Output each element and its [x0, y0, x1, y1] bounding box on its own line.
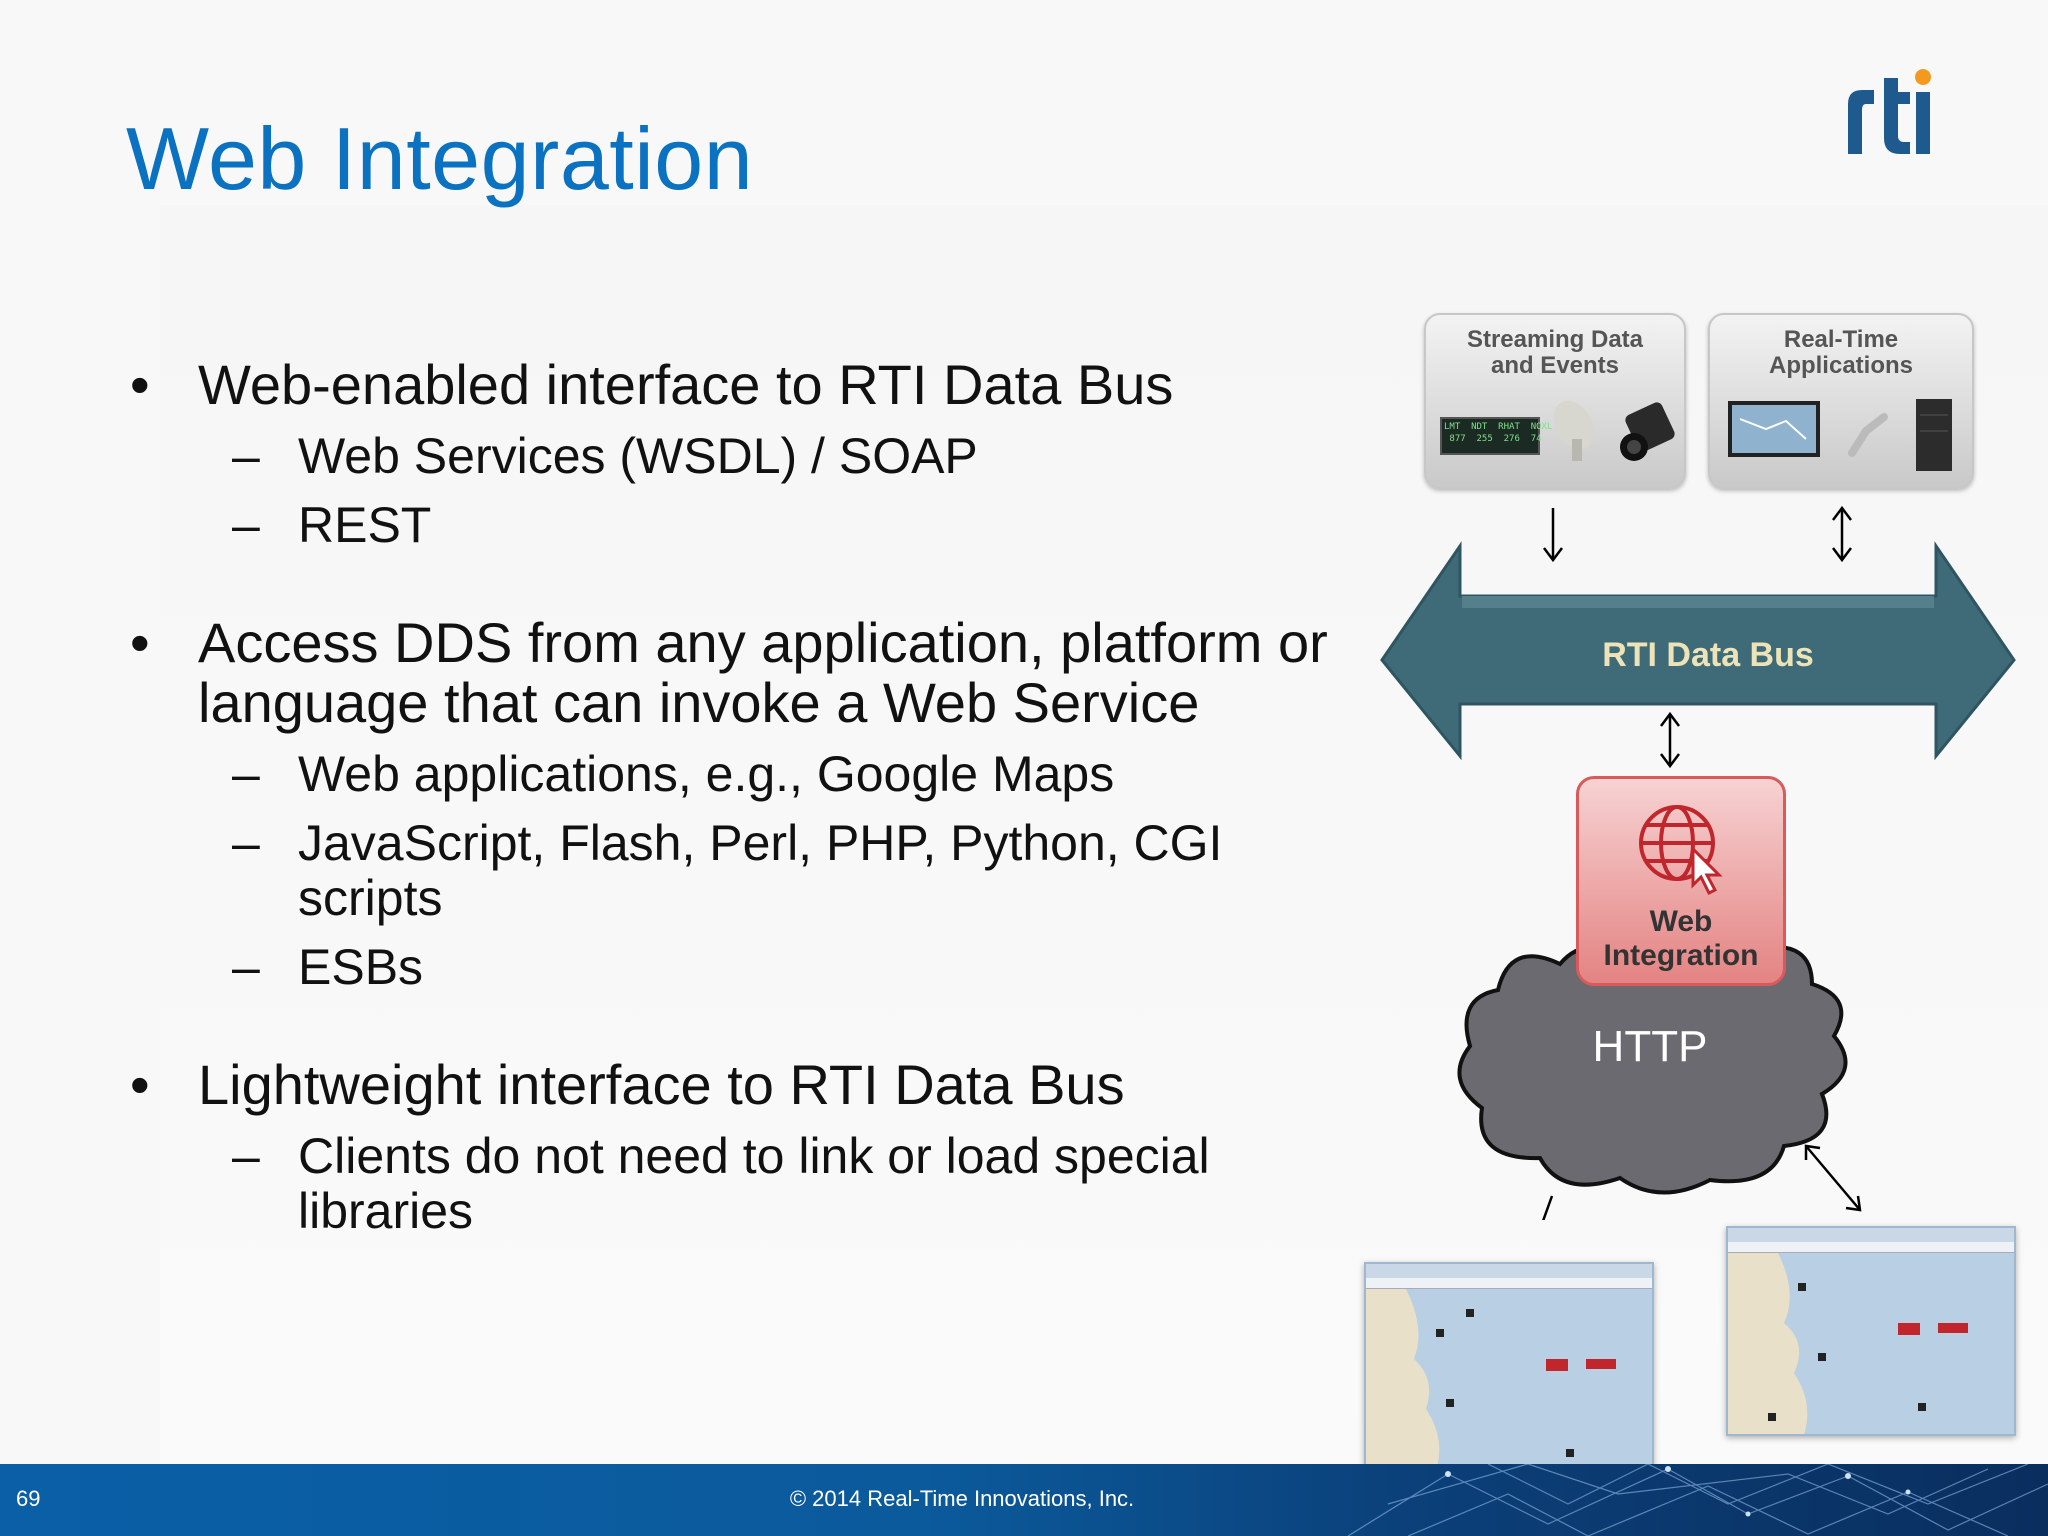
- ticker-display: LMT NDT RHAT NOXL 877 255 276 74: [1440, 417, 1552, 455]
- bullet-list: Web-enabled interface to RTI Data Bus –W…: [126, 355, 1366, 1239]
- bullet-1: Web-enabled interface to RTI Data Bus: [126, 355, 1366, 416]
- sub-bullet: –REST: [232, 497, 432, 553]
- diagram-arrows: [1380, 505, 2016, 1220]
- copyright: © 2014 Real-Time Innovations, Inc.: [789, 1486, 1135, 1511]
- server-icon: [1916, 399, 1952, 471]
- bullet-3: Lightweight interface to RTI Data Bus: [126, 1055, 1366, 1116]
- sub-bullet: –Web Services (WSDL) / SOAP: [232, 428, 978, 484]
- network-graphic: [1347, 1464, 2048, 1536]
- robot-arm-icon: [1848, 413, 1888, 457]
- page-number: 69: [16, 1486, 41, 1511]
- data-bus-label: RTI Data Bus: [1602, 636, 1814, 674]
- map-screenshot-right: [1726, 1226, 2016, 1436]
- sub-bullet: –JavaScript, Flash, Perl, PHP, Python, C…: [232, 815, 1223, 926]
- http-label: HTTP: [1592, 1022, 1708, 1071]
- sub-bullet: –Web applications, e.g., Google Maps: [232, 746, 1115, 802]
- bullet-2: Access DDS from any application, platfor…: [126, 613, 1366, 733]
- sub-bullet: –Clients do not need to link or load spe…: [232, 1128, 1210, 1239]
- camera-icon: [1620, 402, 1675, 461]
- map-screen-icon: [1728, 401, 1820, 457]
- real-time-applications-box: Real-Time Applications: [1708, 313, 1974, 489]
- map-screenshot-left: [1364, 1262, 1654, 1472]
- sub-bullet: –ESBs: [232, 939, 424, 995]
- rti-logo: [1848, 69, 1931, 154]
- web-integration-box: Web Integration: [1576, 776, 1786, 986]
- footer-bar: 69 © 2014 Real-Time Innovations, Inc.: [0, 1464, 2048, 1536]
- globe-cursor-icon: [1639, 805, 1723, 896]
- streaming-data-box: Streaming Data and Events LMT NDT RHAT N…: [1424, 313, 1686, 489]
- satellite-dish-icon: [1553, 400, 1595, 461]
- slide-title: Web Integration: [126, 109, 754, 208]
